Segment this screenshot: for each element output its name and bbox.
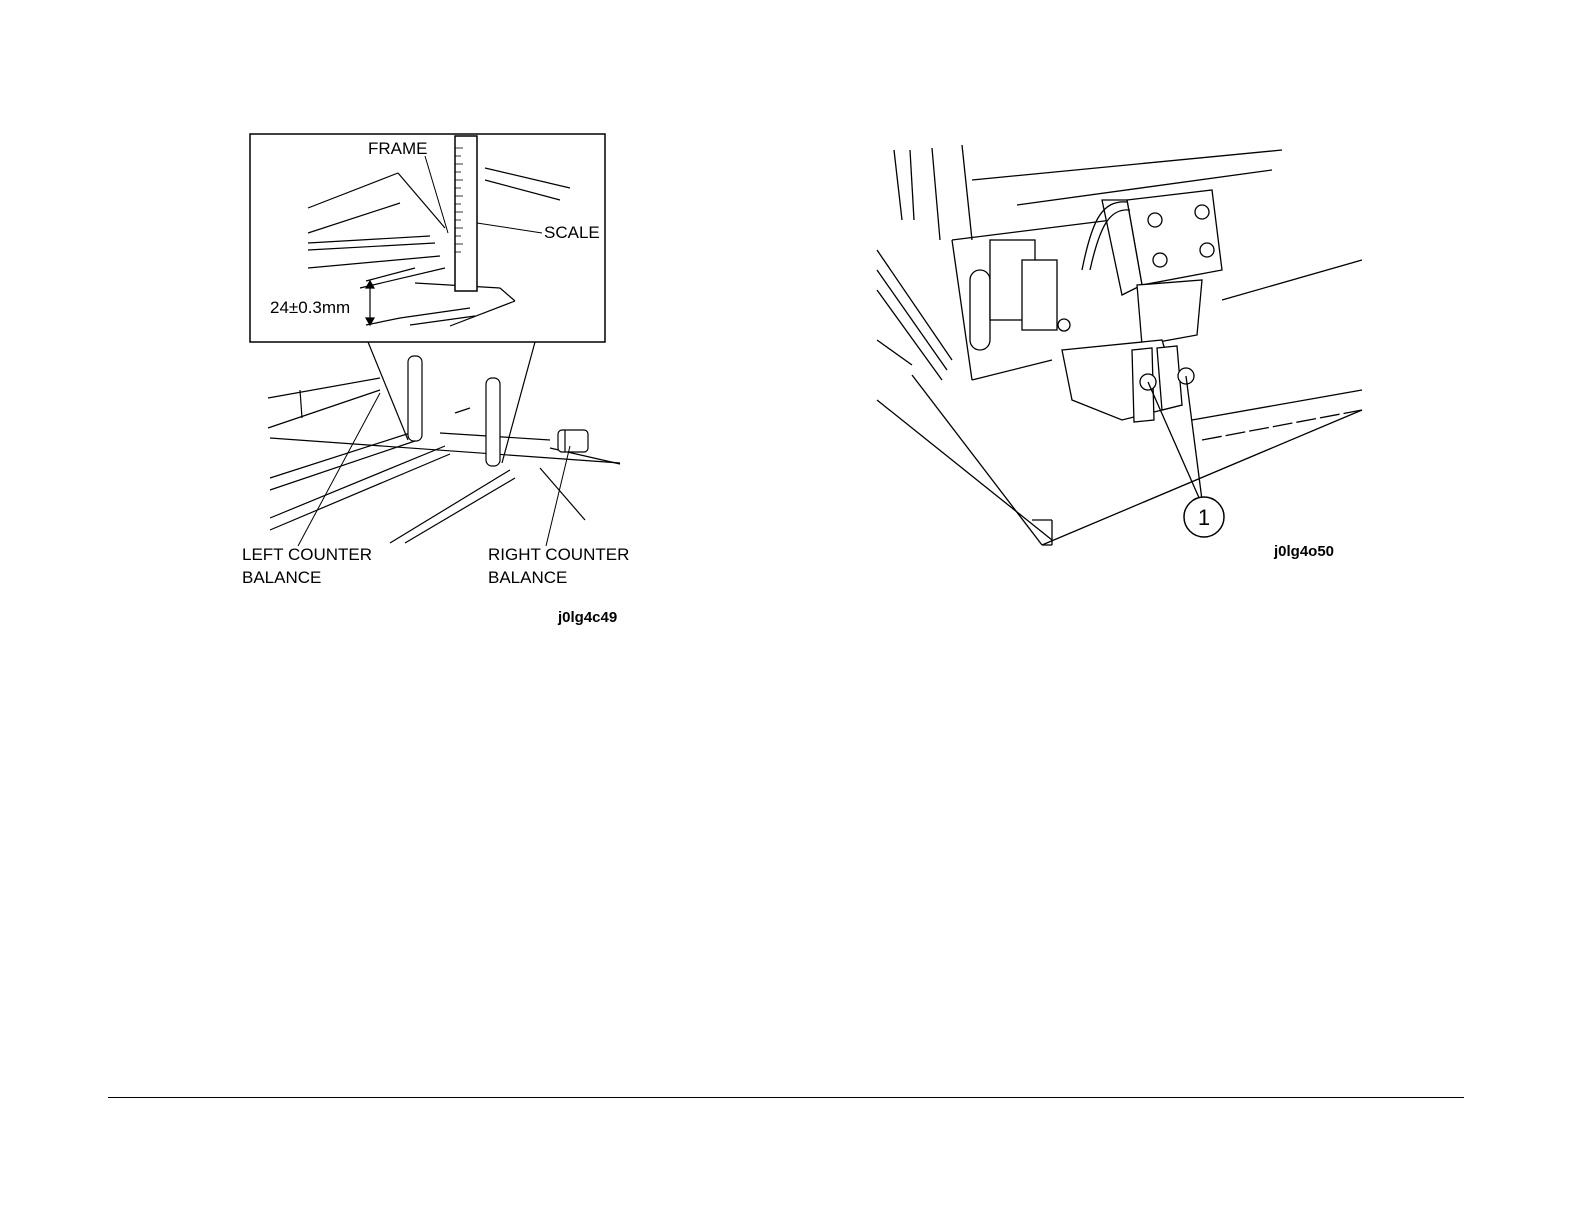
counter-balance-figure: FRAME SCALE 24±0.3mm LEFT COUNTER BALANC… [240,128,650,628]
right-counter-balance-label-1: RIGHT COUNTER [488,545,629,564]
frame-label: FRAME [368,139,428,158]
right-knob [558,430,588,452]
left-counter-balance-label-1: LEFT COUNTER [242,545,372,564]
right-counter-balance-label-2: BALANCE [488,568,567,587]
left-post [408,356,422,441]
scale-label: SCALE [544,223,600,242]
tray-drawing [268,378,620,543]
figure-code-left: j0lg4c49 [557,609,617,626]
scale-ruler [455,136,477,291]
bracket-screws-figure: 1 j0lg4o50 [872,120,1372,570]
footer-rule [108,1097,1464,1098]
callout-number: 1 [1198,505,1210,530]
dimension-label: 24±0.3mm [270,298,350,317]
left-counter-balance-label-2: BALANCE [242,568,321,587]
right-post [486,378,500,466]
figure-code-right: j0lg4o50 [1273,543,1334,560]
